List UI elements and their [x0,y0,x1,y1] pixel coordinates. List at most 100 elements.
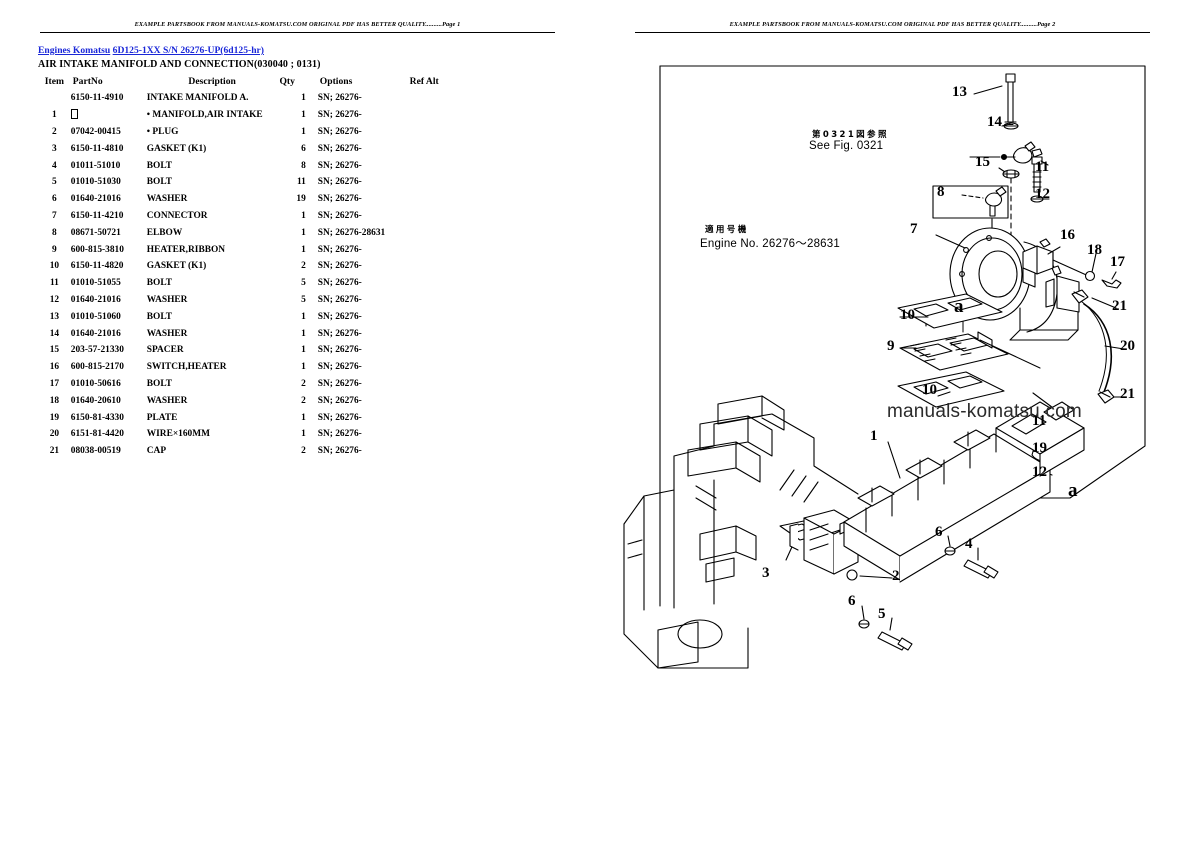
cell-description: BOLT [146,378,172,389]
cell-options: SN; 26276- [317,311,362,322]
cell-item: 3 [52,143,57,154]
cell-partno: 01640-21016 [70,328,121,339]
cell-item: 9 [52,244,57,255]
cell-description: GASKET (K1) [146,143,207,154]
breadcrumb-link-engines[interactable]: Engines Komatsu [38,45,111,56]
callout-number: 6 [935,524,943,540]
cell-description: SWITCH,HEATER [146,362,227,373]
cell-partno: 6150-11-4910 [70,93,124,104]
callout-number: 2 [892,568,900,584]
col-header-item: Item [44,76,64,87]
leader-7 [935,234,966,249]
callout-number: 21 [1120,386,1135,402]
callout-number: 12 [1032,464,1047,480]
cell-description: BOLT [146,177,172,188]
cell-partno: 01010-51060 [70,311,121,322]
cell-options: SN; 26276-28631 [317,227,386,238]
running-header-right: EXAMPLE PARTSBOOK FROM MANUALS-KOMATSU.C… [635,20,1150,36]
callout-number: 15 [975,154,990,170]
callout-number: 13 [952,84,967,100]
watermark: manuals-komatsu.com [887,401,1082,422]
cell-item: 11 [49,278,59,289]
cell-qty: 5 [301,278,306,289]
cell-item: 8 [52,227,57,238]
cell-options: SN; 26276- [317,210,362,221]
breadcrumb-link-model[interactable]: 6D125-1XX S/N 26276-UP(6d125-hr) [112,45,264,56]
cell-description: HEATER,RIBBON [146,244,226,255]
callout-number: 6 [848,593,856,609]
cell-description: WASHER [146,328,188,339]
cell-qty: 6 [301,143,306,154]
cell-qty: 1 [301,311,306,322]
callout-number: 14 [987,114,1002,130]
leader-18 [1091,248,1098,273]
cell-refalt [410,124,458,141]
cell-partno: 07042-00415 [70,126,121,137]
breadcrumb[interactable]: Engines Komatsu 6D125-1XX S/N 26276-UP(6… [38,45,264,56]
cell-partno: 01010-51055 [70,278,121,289]
cell-qty: 1 [301,328,306,339]
callout-number: 10 [900,307,915,323]
cell-description: PLATE [146,412,178,423]
cell-partno: 6150-81-4330 [70,412,124,423]
cell-options: SN; 26276- [317,395,362,406]
cell-options: SN; 26276- [317,294,362,305]
page-left: EXAMPLE PARTSBOOK FROM MANUALS-KOMATSU.C… [38,21,555,460]
cell-qty: 1 [301,345,306,356]
table-row[interactable]: 8 08671-50721 ELBOW 1 SN; 26276-28631 [38,224,458,241]
cell-partno: 6150-11-4810 [70,143,124,154]
cell-description: WASHER [146,194,188,205]
cell-qty: 1 [301,227,306,238]
callout-number: 17 [1110,254,1125,270]
leader-20 [1104,345,1125,350]
cell-partno: 08671-50721 [70,227,121,238]
cell-partno: 6151-81-4420 [70,429,124,440]
leader-21a [1091,297,1117,309]
cell-refalt [410,107,458,124]
cell-refalt [410,90,458,107]
col-header-options: Options [319,76,353,87]
cell-qty: 1 [301,110,306,121]
running-header-right-page: Page 2 [1037,21,1056,28]
cell-qty: 5 [301,294,306,305]
cell-refalt [410,140,458,157]
callout-number: 4 [965,536,973,552]
cell-description: ELBOW [146,227,183,238]
callout-number: 11 [1032,413,1047,429]
running-header-right-body: EXAMPLE PARTSBOOK FROM MANUALS-KOMATSU.C… [729,21,1038,28]
cell-refalt [410,342,458,359]
cell-options: SN; 26276- [317,160,362,171]
cell-qty: 11 [296,177,306,188]
cell-description: GASKET (K1) [146,261,207,272]
cell-options: SN; 26276- [317,328,362,339]
cell-description: INTAKE MANIFOLD A. [146,93,249,104]
cell-refalt [410,443,458,460]
note-fig-jp: 第0321図参照 [812,130,889,140]
col-header-description: Description [188,76,236,87]
cell-description: WIRE×160MM [146,429,210,440]
cell-refalt [410,292,458,309]
cell-options: SN; 26276- [317,345,362,356]
cell-options: SN; 26276- [317,378,362,389]
